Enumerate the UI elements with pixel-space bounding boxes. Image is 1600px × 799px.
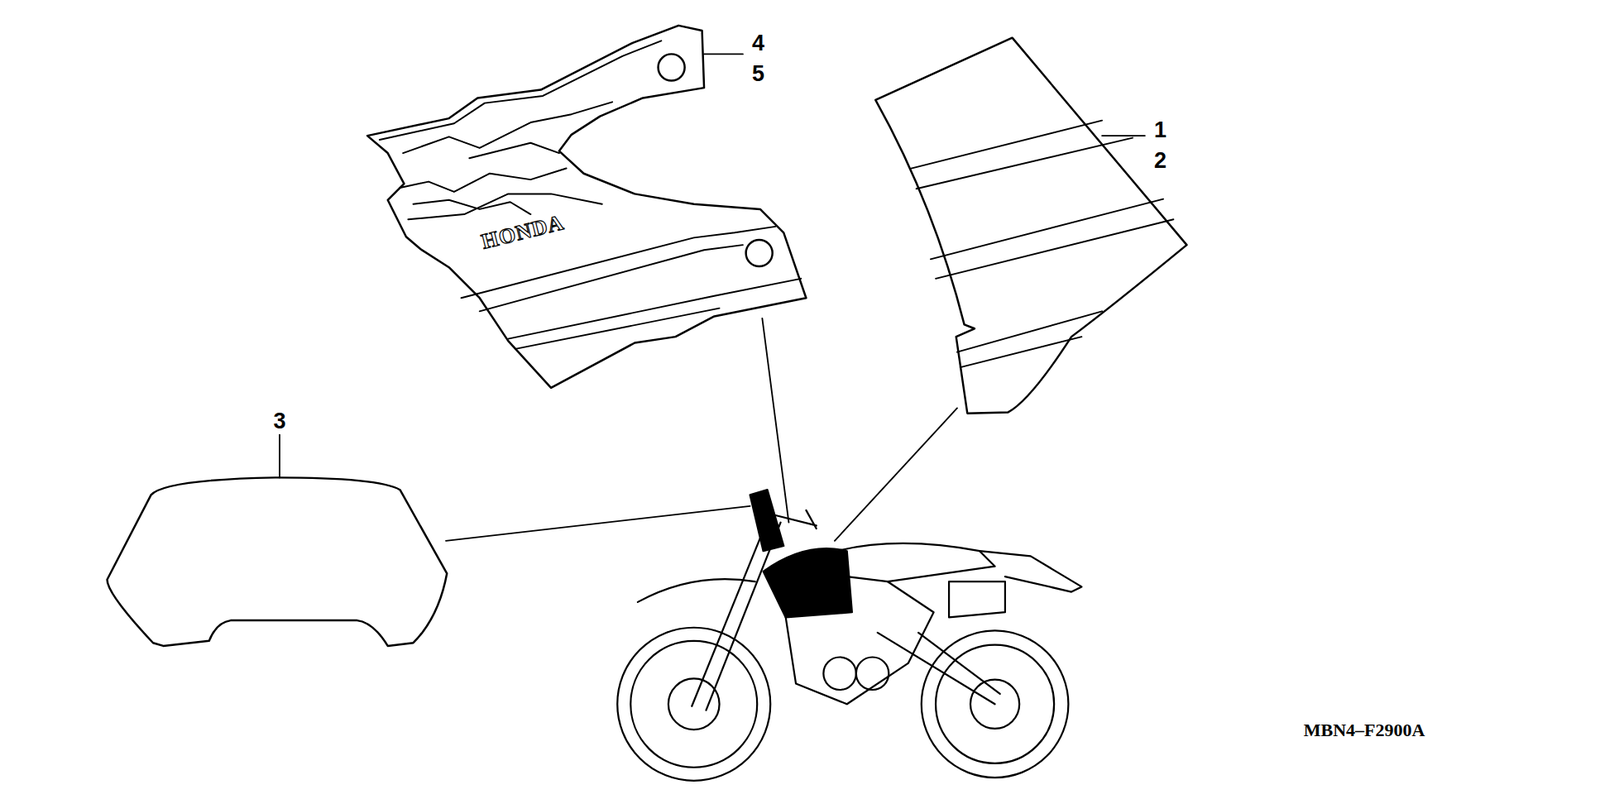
callout-number: 2 [1154, 148, 1167, 172]
sticker-graphic [379, 40, 662, 220]
tank-sticker [875, 38, 1187, 414]
diagram-code: MBN4–F2900A [1303, 721, 1426, 740]
callout-number: 1 [1154, 118, 1167, 141]
sticker-stripe [910, 120, 1174, 369]
callout-number: 3 [273, 410, 286, 433]
sticker-hole [658, 53, 686, 81]
visor-sticker [107, 477, 448, 647]
callout-number: 4 [752, 31, 765, 54]
callout-number: 5 [752, 62, 765, 85]
leader-line [279, 53, 1145, 541]
sticker-hole [746, 239, 773, 267]
motorcycle [617, 489, 1082, 781]
side-sticker [367, 25, 806, 389]
